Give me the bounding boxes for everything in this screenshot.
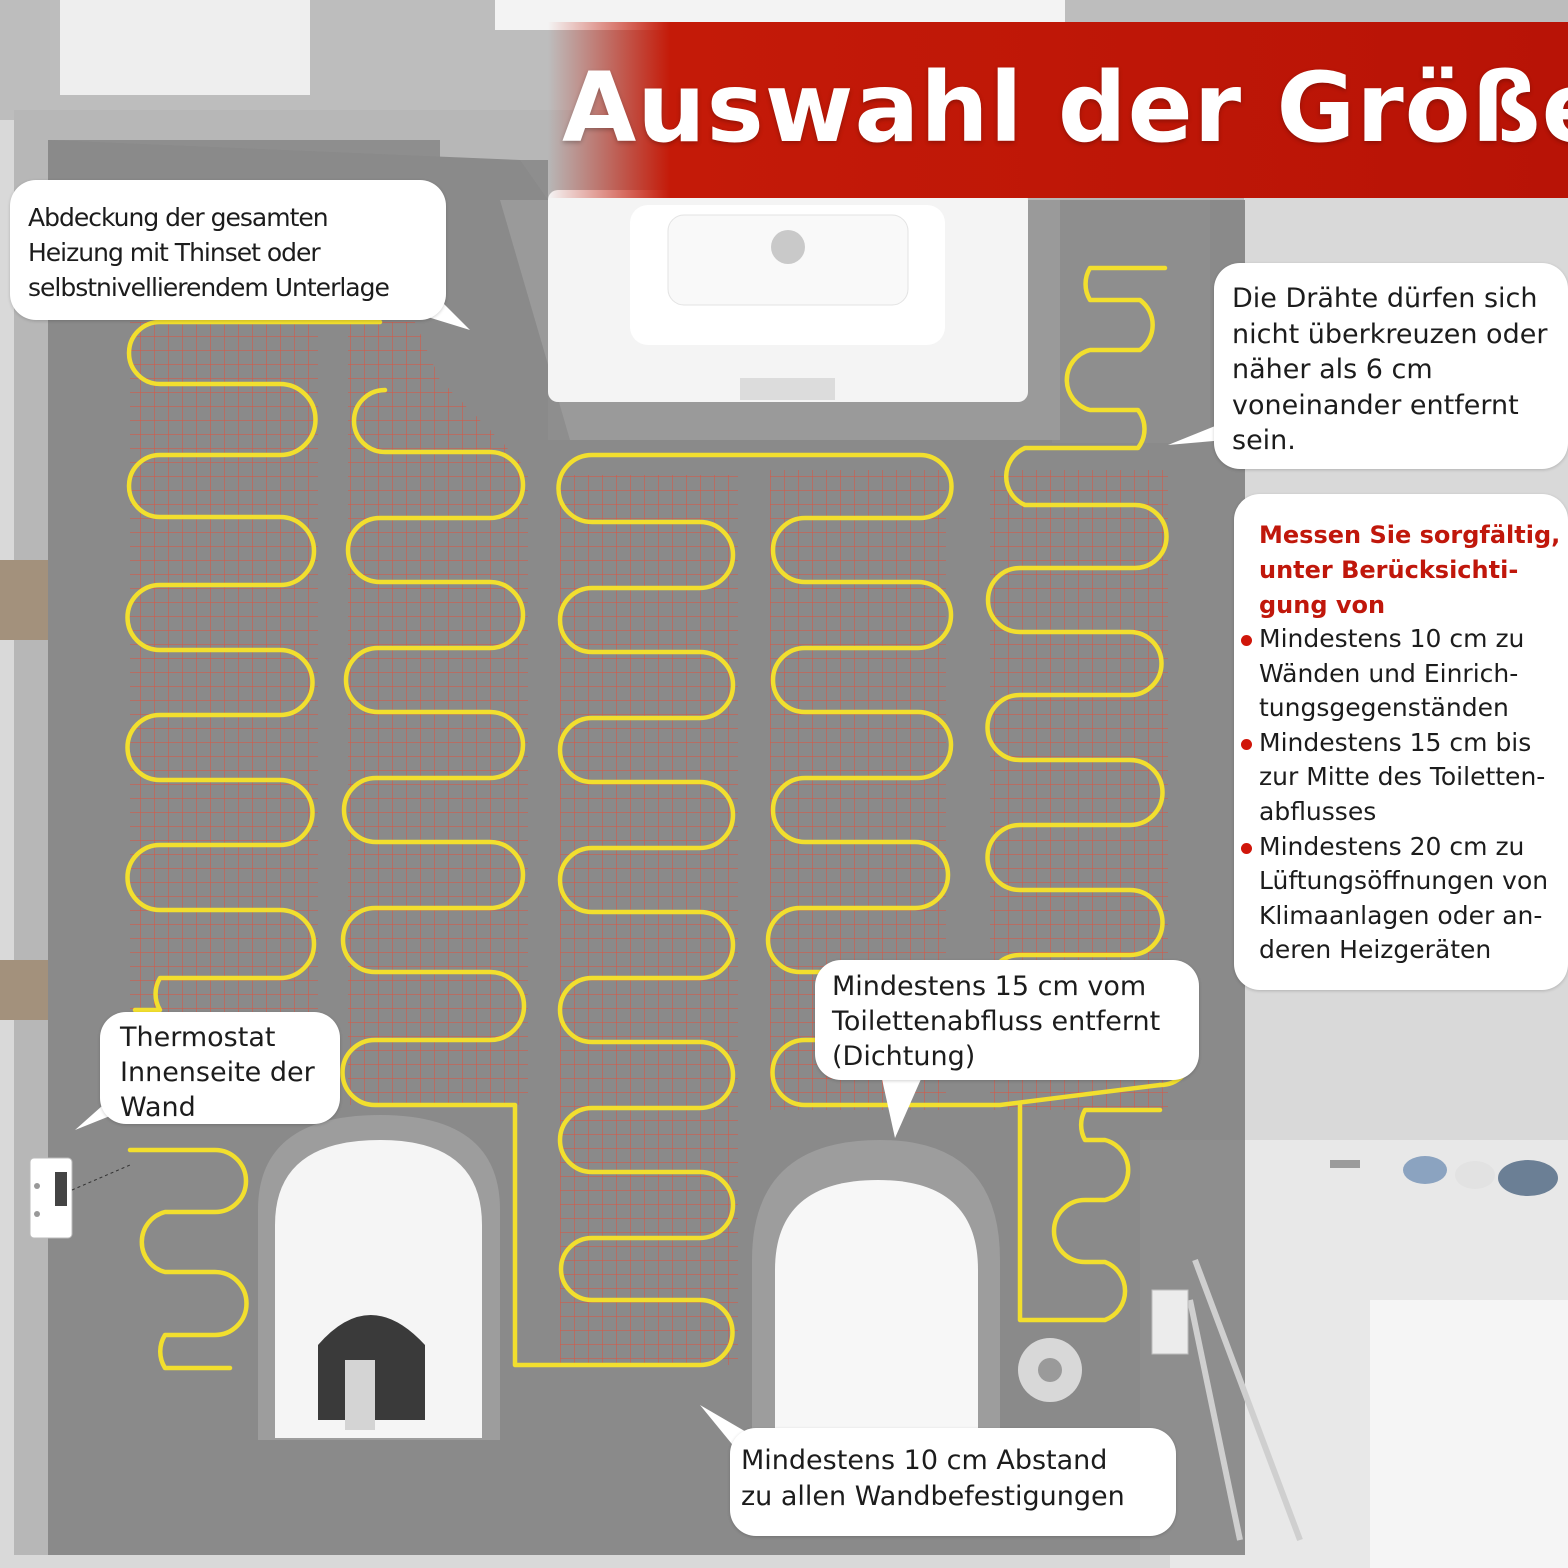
measure-heading: Messen Sie sorgfältig, unter Berücksicht…	[1259, 521, 1561, 619]
callout-cover-text: Abdeckung der gesamten Heizung mit Thins…	[28, 203, 390, 302]
list-item: Mindestens 20 cm zu Lüftungsöffnungen vo…	[1241, 830, 1549, 968]
callout-wall-text: Mindestens 10 cm Abstand zu allen Wandbe…	[741, 1445, 1125, 1512]
callout-wires-text: Die Drähte dürfen sich nicht überkreuzen…	[1232, 283, 1548, 456]
toilet-right	[775, 1180, 978, 1430]
callout-measure: Messen Sie sorgfältig, unter Berücksicht…	[1234, 494, 1568, 990]
callout-cover: Abdeckung der gesamten Heizung mit Thins…	[10, 180, 446, 320]
title-banner	[548, 22, 1568, 198]
list-item-text: Mindestens 20 cm zu Lüftungsöffnungen vo…	[1259, 831, 1549, 965]
bullet-dot-icon	[1241, 635, 1252, 646]
heating-wire	[1017, 1102, 1163, 1323]
callout-toilet-text: Mindestens 15 cm vom Toilettenabfluss en…	[832, 971, 1161, 1072]
callout-thermostat-text: Thermostat Innenseite der Wand	[120, 1022, 315, 1123]
heating-wire	[985, 265, 1195, 1088]
heating-mat	[130, 322, 318, 1015]
heating-wire	[125, 319, 383, 1013]
list-item: Mindestens 10 cm zu Wänden und Einrich- …	[1241, 622, 1548, 726]
heating-mat	[560, 475, 738, 1365]
bullet-dot-icon	[1241, 738, 1252, 750]
callout-thermostat: Thermostat Innenseite der Wand	[100, 1012, 340, 1124]
callout-toilet: Mindestens 15 cm vom Toilettenabfluss en…	[815, 960, 1199, 1080]
callout-wall: Mindestens 10 cm Abstand zu allen Wandbe…	[730, 1428, 1176, 1536]
towel-radiator	[1187, 1258, 1303, 1542]
list-item-text: Mindestens 15 cm bis zur Mitte des Toile…	[1259, 727, 1546, 826]
list-item: Mindestens 15 cm bis zur Mitte des Toile…	[1241, 726, 1548, 830]
heating-wire	[127, 1147, 249, 1371]
thermostat-icon	[29, 1157, 73, 1239]
page-title: Auswahl der Größe	[562, 52, 1568, 164]
bullet-dot-icon	[1241, 842, 1252, 854]
list-item-text: Mindestens 10 cm zu Wänden und Einrich- …	[1259, 624, 1525, 723]
measure-list: Mindestens 10 cm zu Wänden und Einrich- …	[1241, 622, 1549, 968]
bath-accessories	[1330, 1156, 1558, 1196]
sink-drain	[771, 230, 805, 264]
callout-wires: Die Drähte dürfen sich nicht überkreuzen…	[1214, 263, 1568, 469]
heating-wire	[340, 387, 1163, 1368]
